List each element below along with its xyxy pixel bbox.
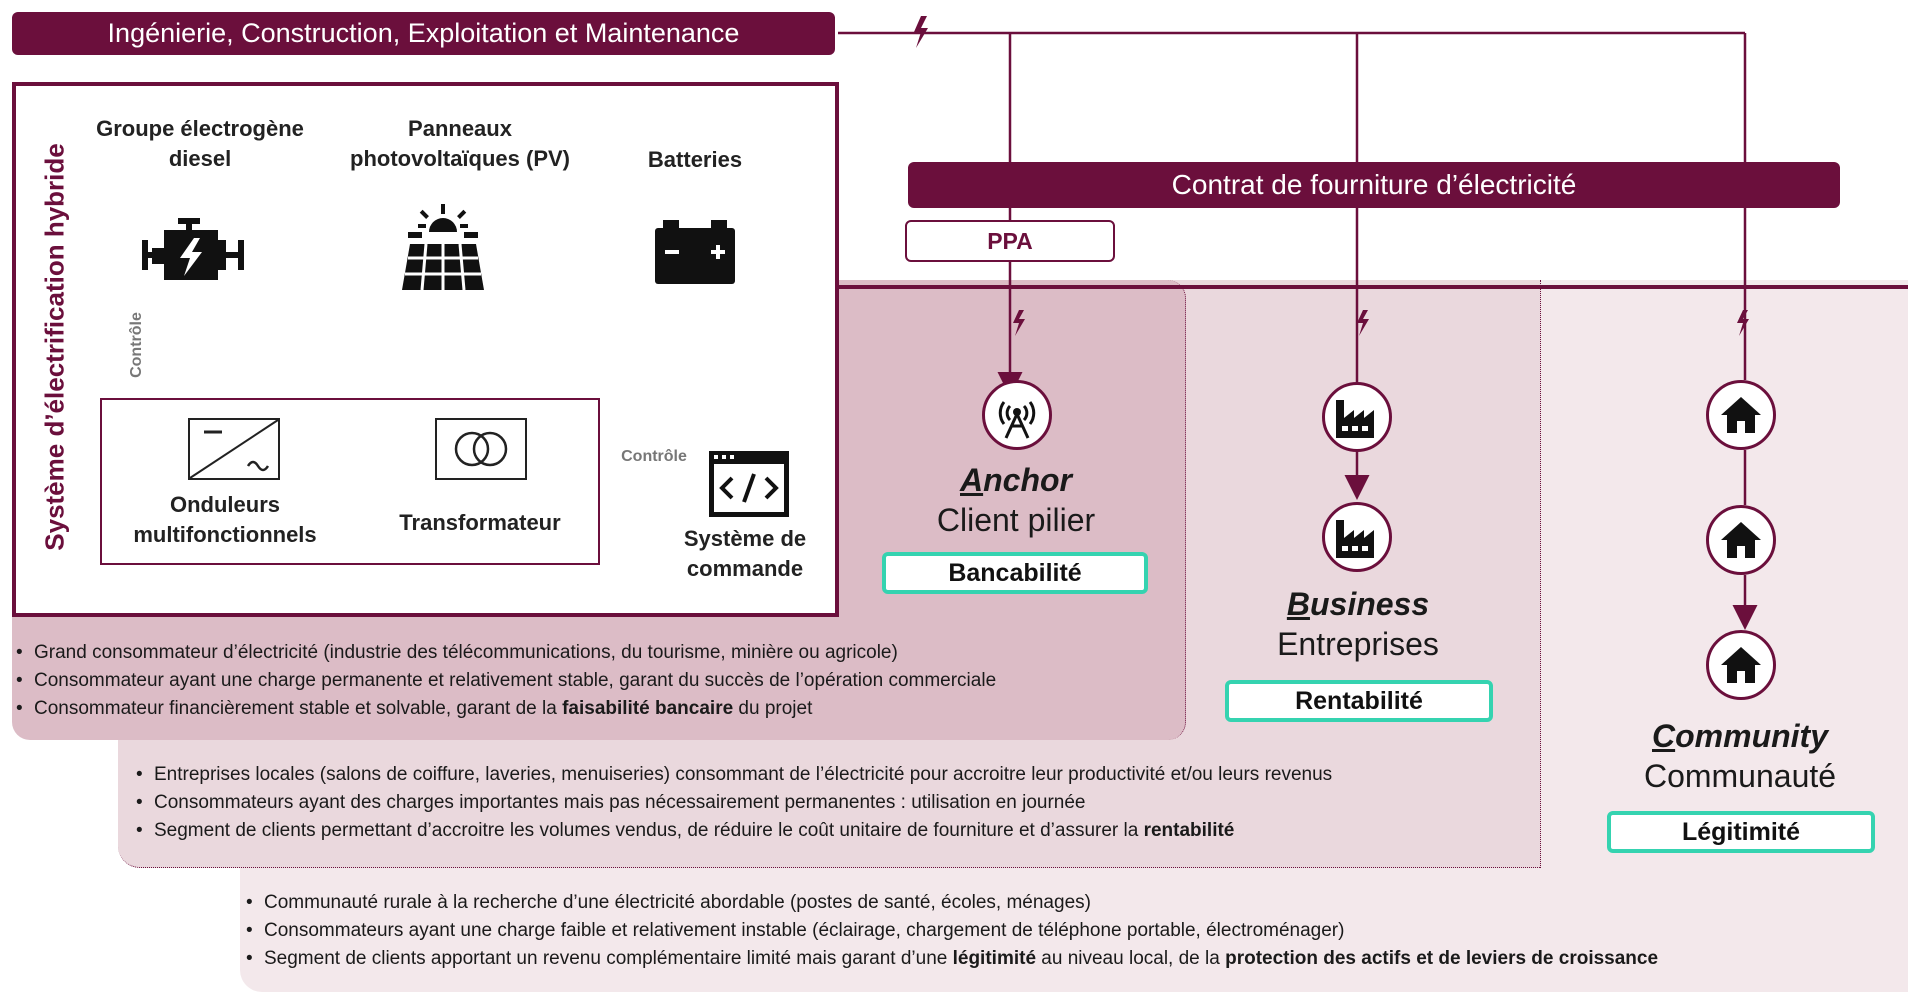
community-title: Community Communauté bbox=[1590, 716, 1890, 796]
list-item: Consommateurs ayant des charges importan… bbox=[136, 789, 1332, 817]
engineering-banner-text: Ingénierie, Construction, Exploitation e… bbox=[107, 18, 740, 48]
business-title-rest: usiness bbox=[1309, 586, 1430, 622]
business-badge: Rentabilité bbox=[1225, 680, 1493, 722]
contract-banner: Contrat de fourniture d’électricité bbox=[908, 162, 1840, 208]
house-icon-circle-2 bbox=[1706, 505, 1776, 575]
battery-icon bbox=[655, 220, 735, 284]
community-badge: Légitimité bbox=[1607, 811, 1875, 853]
house-icon bbox=[1721, 397, 1761, 433]
code-window-icon bbox=[709, 451, 789, 517]
list-item: Consommateur financièrement stable et so… bbox=[16, 695, 996, 723]
control-system-label: Système de commande bbox=[683, 526, 807, 581]
list-item: Communauté rurale à la recherche d’une é… bbox=[246, 889, 1658, 917]
list-item: Segment de clients apportant un revenu c… bbox=[246, 945, 1658, 973]
house-icon bbox=[1721, 647, 1761, 683]
diesel-label: Groupe électrogène diesel bbox=[96, 116, 304, 171]
business-title-fr: Entreprises bbox=[1277, 626, 1439, 662]
community-title-en: Community bbox=[1590, 716, 1890, 756]
factory-icon bbox=[1336, 520, 1374, 558]
factory-icon bbox=[1336, 400, 1374, 438]
anchor-bullets: Grand consommateur d’électricité (indust… bbox=[16, 639, 996, 723]
anchor-title-en: Anchor bbox=[866, 460, 1166, 500]
community-title-initial: C bbox=[1652, 718, 1676, 754]
community-bullets: Communauté rurale à la recherche d’une é… bbox=[246, 889, 1658, 973]
inverters-label: Onduleurs multifonctionnels bbox=[133, 492, 317, 547]
factory-icon-circle-1 bbox=[1322, 382, 1392, 452]
list-item: Segment de clients permettant d’accroitr… bbox=[136, 817, 1332, 845]
transformer-icon bbox=[435, 418, 527, 480]
anchor-badge: Bancabilité bbox=[882, 552, 1148, 594]
house-icon-circle-1 bbox=[1706, 380, 1776, 450]
list-item: Grand consommateur d’électricité (indust… bbox=[16, 639, 996, 667]
pv-label: Panneaux photovoltaïques (PV) bbox=[350, 116, 570, 171]
panel-top-border bbox=[835, 285, 1908, 289]
engine-icon bbox=[142, 218, 244, 280]
anchor-title-rest: nchor bbox=[983, 462, 1072, 498]
antenna-icon bbox=[998, 401, 1036, 439]
business-title: Business Entreprises bbox=[1208, 584, 1508, 664]
engineering-banner: Ingénierie, Construction, Exploitation e… bbox=[12, 12, 835, 55]
contract-banner-text: Contrat de fourniture d’électricité bbox=[1171, 169, 1577, 200]
factory-icon-circle-2 bbox=[1322, 502, 1392, 572]
list-item: Consommateurs ayant une charge faible et… bbox=[246, 917, 1658, 945]
list-item: Consommateur ayant une charge permanente… bbox=[16, 667, 996, 695]
business-title-initial: B bbox=[1286, 586, 1310, 622]
anchor-title: Anchor Client pilier bbox=[866, 460, 1166, 540]
anchor-title-fr: Client pilier bbox=[936, 502, 1096, 538]
antenna-icon-circle bbox=[982, 380, 1052, 450]
business-title-en: Business bbox=[1208, 584, 1508, 624]
community-title-fr: Communauté bbox=[1643, 758, 1837, 794]
house-icon-circle-3 bbox=[1706, 630, 1776, 700]
community-title-rest: ommunity bbox=[1675, 718, 1828, 754]
transformer-label: Transformateur bbox=[399, 510, 561, 535]
control-label-horizontal: Contrôle bbox=[621, 448, 687, 465]
house-icon bbox=[1721, 522, 1761, 558]
business-bullets: Entreprises locales (salons de coiffure,… bbox=[136, 761, 1332, 845]
ppa-box: PPA bbox=[905, 220, 1115, 262]
ppa-label: PPA bbox=[987, 227, 1033, 254]
anchor-title-initial: A bbox=[960, 462, 984, 498]
list-item: Entreprises locales (salons de coiffure,… bbox=[136, 761, 1332, 789]
solar-panel-icon bbox=[402, 204, 484, 291]
batteries-label: Batteries bbox=[647, 147, 743, 172]
inverter-icon bbox=[188, 418, 280, 480]
